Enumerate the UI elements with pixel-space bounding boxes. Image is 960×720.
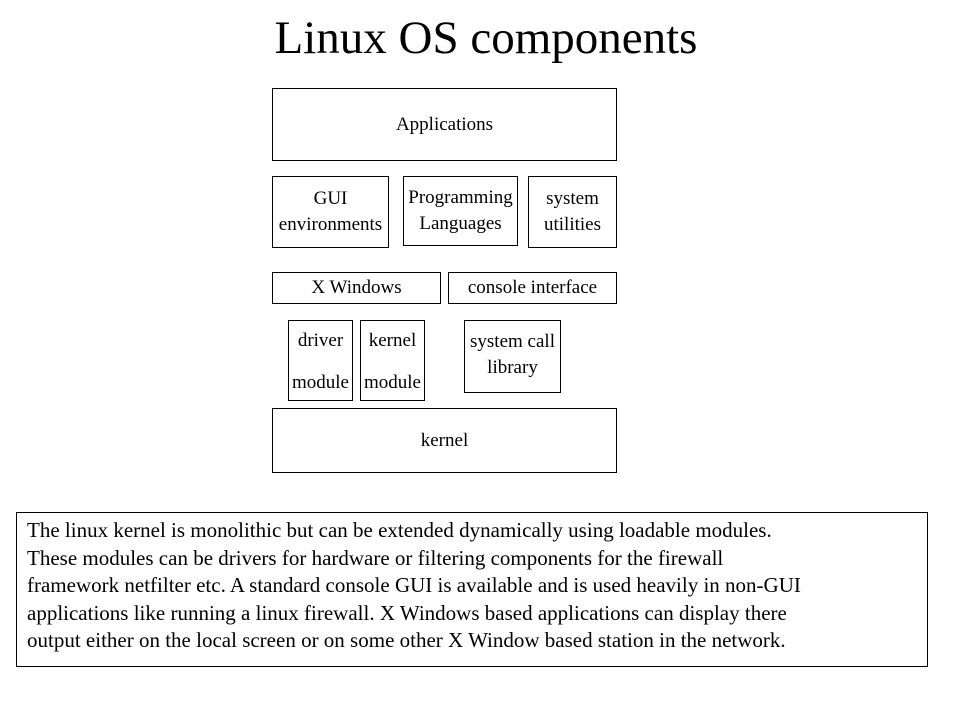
console-interface-box: console interface — [448, 272, 617, 304]
description-text-box: The linux kernel is monolithic but can b… — [16, 512, 928, 667]
description-line: output either on the local screen or on … — [27, 628, 786, 652]
programming-languages-box: Programming Languages — [403, 176, 518, 246]
gui-environments-label-line-1: GUI — [313, 188, 348, 209]
system-call-library-label-line-2: library — [487, 357, 538, 378]
description-line: These modules can be drivers for hardwar… — [27, 545, 724, 570]
description-line: The linux kernel is monolithic but can b… — [27, 518, 772, 542]
x-windows-label: X Windows — [311, 277, 402, 298]
gui-environments-label-line-2: environments — [278, 214, 383, 235]
applications-label: Applications — [395, 113, 494, 135]
description-line: applications like running a linux firewa… — [27, 600, 787, 625]
system-utilities-label-line-1: system — [546, 188, 599, 209]
programming-languages-label-line-2: Languages — [419, 213, 502, 234]
applications-box: Applications — [272, 88, 617, 161]
kernel-box: kernel — [272, 408, 617, 473]
kernel-label: kernel — [420, 429, 469, 451]
programming-languages-label-line-1: Programming — [408, 187, 513, 208]
console-interface-label: console interface — [467, 277, 598, 298]
system-call-library-label-line-1: system call — [470, 331, 555, 352]
system-call-library-box: system call library — [464, 320, 561, 393]
driver-module-label-line-1: driver — [297, 330, 344, 351]
system-utilities-box: system utilities — [528, 176, 617, 248]
kernel-module-label-line-2: module — [364, 372, 421, 393]
x-windows-box: X Windows — [272, 272, 441, 304]
description-line: framework netfilter etc. A standard cons… — [27, 573, 801, 597]
driver-module-label-line-2: module — [292, 372, 349, 393]
driver-module-box: driver module — [288, 320, 353, 401]
kernel-module-box: kernel module — [360, 320, 425, 401]
kernel-module-label-line-1: kernel — [368, 330, 417, 351]
page-title: Linux OS components — [274, 12, 698, 64]
system-utilities-label-line-2: utilities — [544, 214, 601, 235]
gui-environments-box: GUI environments — [272, 176, 389, 248]
